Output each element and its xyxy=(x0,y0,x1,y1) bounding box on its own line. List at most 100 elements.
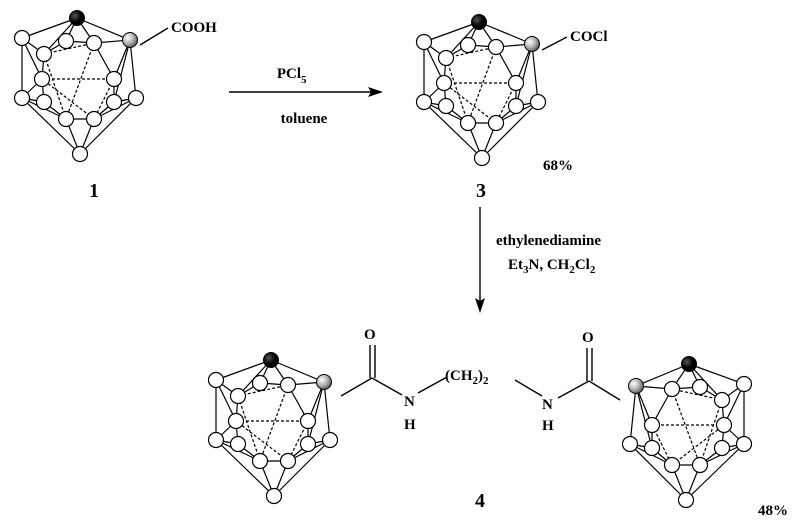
cage-bond xyxy=(237,395,261,462)
boron-vertex xyxy=(487,114,505,132)
cage-bond xyxy=(515,43,533,107)
boron-vertex xyxy=(713,391,731,409)
bis-amide-linker xyxy=(340,345,621,401)
right-carbonyl-oxygen: O xyxy=(582,330,594,346)
left-carbonyl-oxygen: O xyxy=(364,327,376,343)
boron-vertex xyxy=(321,431,339,449)
cage-bond xyxy=(445,57,469,124)
boron-vertex xyxy=(85,34,103,52)
step1-reagent-subscript: 5 xyxy=(301,74,307,86)
boron-vertex xyxy=(227,412,245,430)
compound-4-number: 4 xyxy=(475,490,485,512)
cage-bond xyxy=(531,43,539,103)
carbon-vertex-black xyxy=(69,10,85,26)
boron-vertex xyxy=(663,456,681,474)
carborane-cluster-4-left xyxy=(207,352,339,505)
boron-vertex xyxy=(207,431,225,449)
boron-vertex xyxy=(473,149,491,167)
boron-vertex xyxy=(437,97,455,115)
boron-vertex xyxy=(127,89,145,107)
boron-vertex xyxy=(299,412,317,430)
boron-vertex xyxy=(299,435,317,453)
boron-vertex xyxy=(715,416,733,434)
cage-bond xyxy=(478,21,533,45)
step1-solvent: toluene xyxy=(281,111,328,127)
boron-vertex xyxy=(35,93,53,111)
boron-vertex xyxy=(435,74,453,92)
carbon-vertex-black xyxy=(681,356,697,372)
reaction-arrow-2 xyxy=(475,207,485,313)
boron-vertex xyxy=(35,45,53,63)
c1-substituent-bond xyxy=(139,27,169,46)
cage-bond xyxy=(323,381,331,441)
boron-vertex xyxy=(643,439,661,457)
boron-vertex xyxy=(13,89,31,107)
cage-bond xyxy=(629,385,637,445)
boron-vertex xyxy=(33,70,51,88)
cage-bond xyxy=(481,101,539,159)
cage-bond xyxy=(215,439,275,497)
left-amide-n: N xyxy=(404,394,415,410)
boron-vertex xyxy=(735,375,753,393)
compound-3-yield: 68% xyxy=(543,158,573,174)
right-amide-h: H xyxy=(542,418,554,434)
boron-vertex xyxy=(279,376,297,394)
cage-bond xyxy=(79,97,137,155)
cage-bond xyxy=(699,399,723,466)
boron-vertex xyxy=(105,93,123,111)
boron-vertex xyxy=(459,114,477,132)
cage-bond xyxy=(76,17,131,41)
cage-bond xyxy=(307,381,325,445)
boron-vertex xyxy=(251,452,269,470)
cage-bond xyxy=(270,359,325,383)
boron-vertex xyxy=(229,435,247,453)
carbon-vertex-black xyxy=(471,14,487,30)
boron-vertex xyxy=(487,38,505,56)
cage-bond xyxy=(671,424,725,466)
boron-vertex xyxy=(621,435,639,453)
boron-vertex xyxy=(735,435,753,453)
boron-vertex xyxy=(415,93,433,111)
cage-bond xyxy=(21,17,78,39)
carbon-vertex-substituted xyxy=(316,374,332,390)
boron-vertex xyxy=(279,452,297,470)
cage-bond xyxy=(113,39,131,103)
carbon-vertex-substituted xyxy=(628,378,644,394)
boron-vertex xyxy=(13,29,31,47)
carborane-cluster-1 xyxy=(13,10,145,163)
c3-group-label: COCl xyxy=(570,29,608,45)
compound-4-yield: 48% xyxy=(758,503,788,519)
carbon-vertex-substituted xyxy=(122,32,138,48)
cage-bond xyxy=(129,39,137,99)
boron-vertex xyxy=(663,380,681,398)
left-amide-h: H xyxy=(404,417,416,433)
c1-group-label: COOH xyxy=(171,20,217,36)
boron-vertex xyxy=(437,49,455,67)
cage-bond xyxy=(685,443,745,501)
boron-vertex xyxy=(105,70,123,88)
boron-vertex xyxy=(691,456,709,474)
cage-bond xyxy=(215,359,272,381)
compound-3-number: 3 xyxy=(476,180,486,202)
carborane-cluster-4-right xyxy=(621,356,753,509)
cage-bond xyxy=(259,384,289,462)
cage-bond xyxy=(273,439,331,497)
boron-vertex xyxy=(207,371,225,389)
boron-vertex xyxy=(507,74,525,92)
compound-1-number: 1 xyxy=(89,180,99,202)
boron-vertex xyxy=(713,439,731,457)
cage-bond xyxy=(423,21,480,43)
right-amide-n: N xyxy=(542,397,553,413)
carbon-vertex-black xyxy=(263,352,279,368)
boron-vertex xyxy=(677,491,695,509)
cage-bond xyxy=(43,53,67,120)
reaction-arrow-1 xyxy=(229,87,383,97)
cage-bond xyxy=(688,363,745,385)
ethylene-linker-label: (CH2)2 xyxy=(445,368,489,387)
boron-vertex xyxy=(251,374,269,392)
boron-vertex xyxy=(507,97,525,115)
boron-vertex xyxy=(229,387,247,405)
cage-bond xyxy=(41,78,95,120)
cage-bond xyxy=(65,42,95,120)
